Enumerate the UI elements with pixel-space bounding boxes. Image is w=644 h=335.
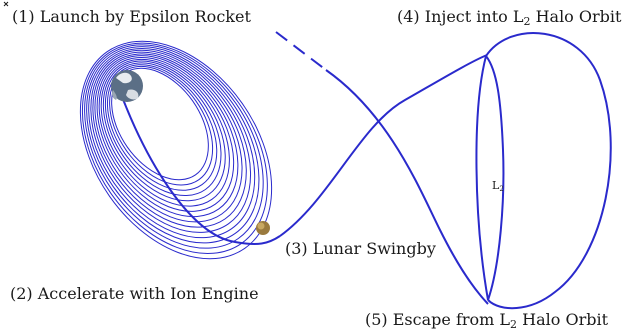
- spiral-loop: [90, 49, 252, 233]
- label-lunar-swingby: (3) Lunar Swingby: [285, 239, 436, 258]
- spiral-orbit-group: [79, 40, 273, 260]
- spiral-loop: [81, 42, 268, 254]
- spiral-loop: [102, 60, 226, 202]
- l2-point-label: L2: [492, 179, 504, 193]
- spiral-loop: [88, 48, 256, 239]
- halo-orbit-inner: [475, 55, 505, 301]
- transfer-to-halo-path: [279, 54, 488, 237]
- label-inject-suffix: Halo Orbit: [530, 7, 622, 26]
- halo-orbit-outer: [485, 32, 612, 310]
- l2-main: L: [492, 179, 500, 192]
- label-inject-subscript: 2: [523, 15, 531, 28]
- earth-icon: [111, 70, 143, 102]
- label-inject-halo: (4) Inject into L2 Halo Orbit: [397, 7, 622, 28]
- label-inject-prefix: (4) Inject into L: [397, 7, 524, 26]
- label-escape-subscript: 2: [510, 318, 518, 331]
- l2-subscript: 2: [499, 185, 504, 193]
- moon-icon: [256, 221, 270, 235]
- spiral-loop: [92, 51, 247, 228]
- spiral-loop: [86, 46, 260, 244]
- spiral-exit-path: [117, 85, 281, 245]
- l2-point-marker: [3, 1, 9, 7]
- spiral-loop: [100, 58, 230, 207]
- label-escape-halo: (5) Escape from L2 Halo Orbit: [365, 310, 608, 331]
- spiral-loop: [94, 53, 243, 223]
- spiral-loop: [98, 56, 235, 212]
- spiral-loop: [106, 64, 218, 191]
- label-launch: (1) Launch by Epsilon Rocket: [12, 7, 251, 26]
- spiral-loop: [79, 40, 273, 260]
- label-accelerate: (2) Accelerate with Ion Engine: [10, 284, 259, 303]
- spiral-loop: [84, 44, 264, 249]
- spiral-loop: [96, 55, 239, 218]
- launch-trajectory-dashed: [275, 31, 327, 71]
- spiral-loop: [104, 62, 222, 197]
- label-escape-prefix: (5) Escape from L: [365, 310, 511, 329]
- label-escape-suffix: Halo Orbit: [517, 310, 608, 329]
- launch-arc-path: [325, 69, 489, 305]
